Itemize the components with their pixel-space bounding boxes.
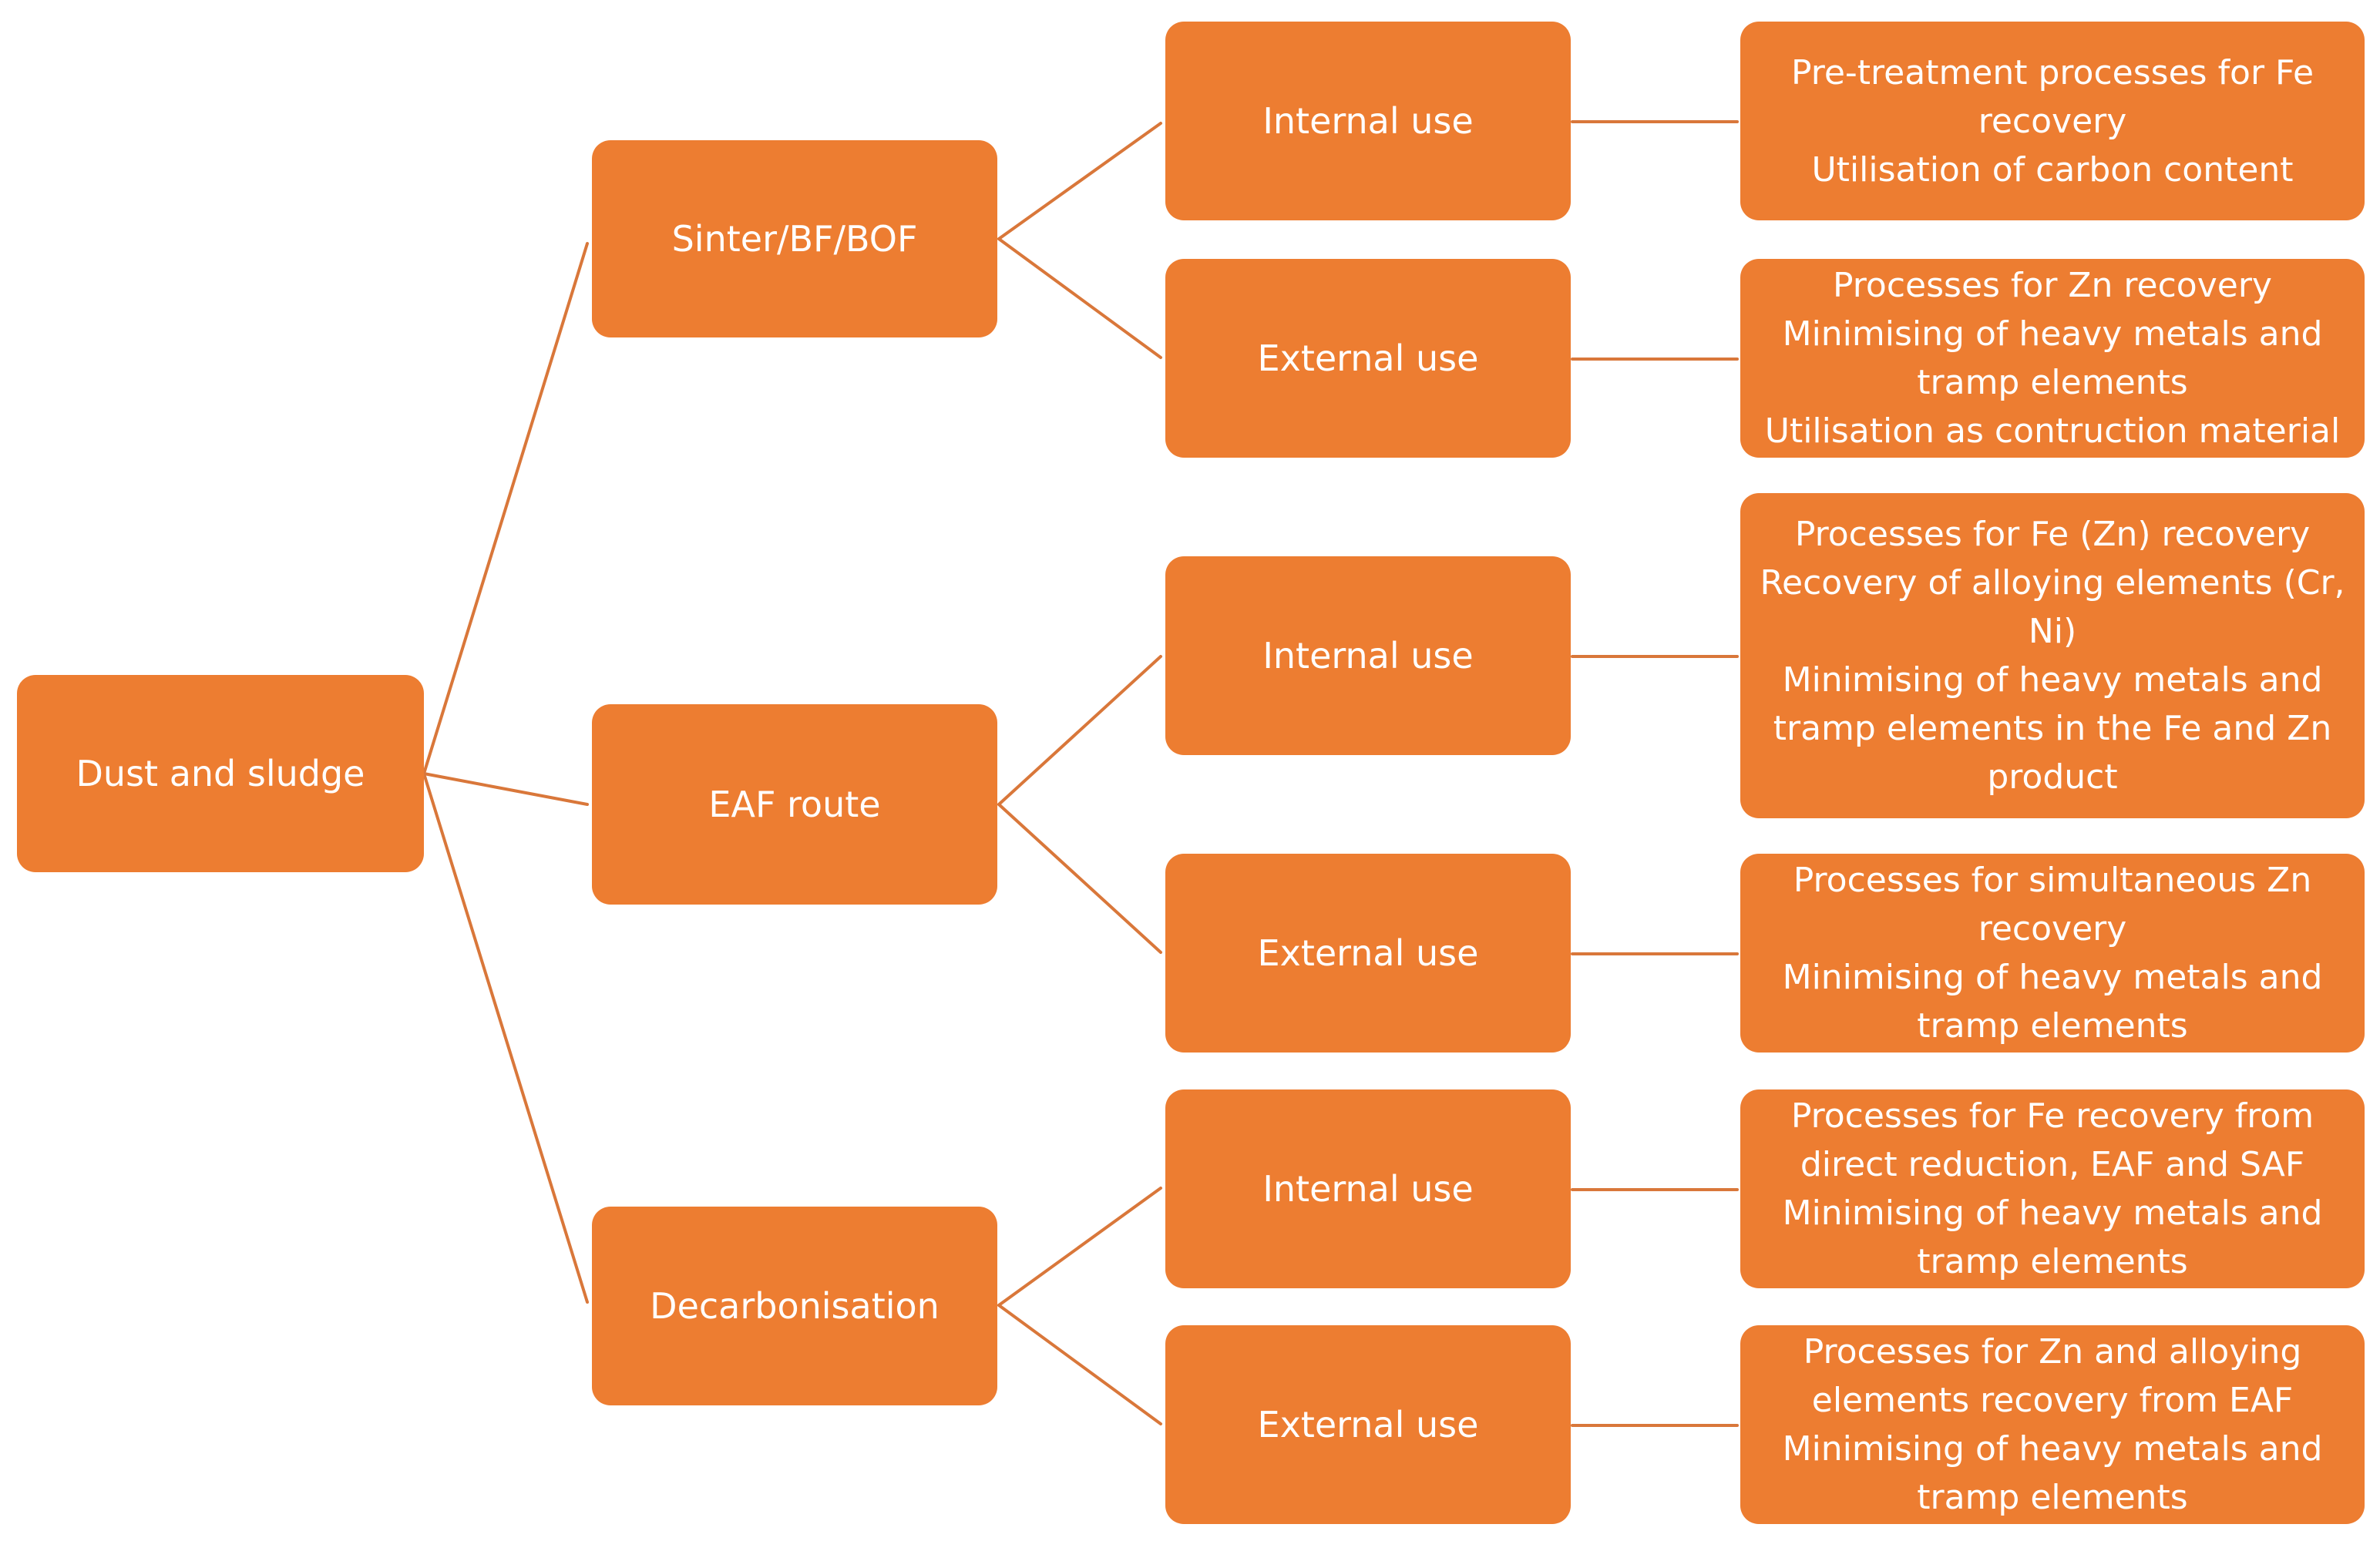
node-eaf-external-description: Processes for simultaneous Zn recovery M… (1740, 854, 2365, 1053)
node-label: Internal use (1262, 100, 1474, 142)
node-eaf-internal-use: Internal use (1165, 556, 1571, 755)
node-decarb-internal-use: Internal use (1165, 1089, 1571, 1288)
description-text: Processes for Fe recovery from direct re… (1782, 1096, 2323, 1281)
connector-root-sinter (422, 242, 589, 775)
connector-sinter-external (997, 237, 1162, 359)
node-sinter-external-description: Processes for Zn recovery Minimising of … (1740, 259, 2365, 458)
description-text: Processes for simultaneous Zn recovery M… (1782, 861, 2323, 1046)
description-text: Processes for Fe (Zn) recovery Recovery … (1760, 515, 2345, 797)
connector-decarb-internal (997, 1187, 1162, 1307)
connector-root-decarb (422, 772, 589, 1304)
node-label: Internal use (1262, 635, 1474, 676)
node-decarb-external-description: Processes for Zn and alloying elements r… (1740, 1325, 2365, 1524)
connector-eaf-external (997, 803, 1162, 954)
connector-eaf-internal (997, 655, 1162, 806)
node-dust-and-sludge: Dust and sludge (17, 675, 424, 872)
connector-sinter-internal (997, 122, 1162, 240)
node-sinter-external-use: External use (1165, 259, 1571, 458)
node-label: Sinter/BF/BOF (671, 218, 918, 260)
node-label: External use (1257, 337, 1479, 379)
description-text: Processes for Zn recovery Minimising of … (1764, 266, 2341, 451)
node-decarb-external-use: External use (1165, 1325, 1571, 1524)
node-decarbonisation: Decarbonisation (592, 1207, 997, 1405)
node-decarb-internal-description: Processes for Fe recovery from direct re… (1740, 1089, 2365, 1288)
description-text: Processes for Zn and alloying elements r… (1782, 1332, 2323, 1517)
description-text: Pre-treatment processes for Fe recovery … (1790, 52, 2314, 190)
node-label: EAF route (708, 784, 881, 825)
node-label: External use (1257, 1404, 1479, 1445)
connector-decarb-external (997, 1304, 1162, 1425)
connector-root-eaf (422, 772, 589, 806)
node-eaf-external-use: External use (1165, 854, 1571, 1053)
node-eaf-internal-description: Processes for Fe (Zn) recovery Recovery … (1740, 493, 2365, 818)
node-eaf-route: EAF route (592, 704, 997, 905)
node-sinter-internal-description: Pre-treatment processes for Fe recovery … (1740, 22, 2365, 220)
node-sinter-bf-bof: Sinter/BF/BOF (592, 140, 997, 337)
node-label: Internal use (1262, 1168, 1474, 1210)
node-sinter-internal-use: Internal use (1165, 22, 1571, 220)
node-label: Decarbonisation (650, 1285, 940, 1327)
node-label: Dust and sludge (76, 753, 365, 794)
node-label: External use (1257, 932, 1479, 974)
